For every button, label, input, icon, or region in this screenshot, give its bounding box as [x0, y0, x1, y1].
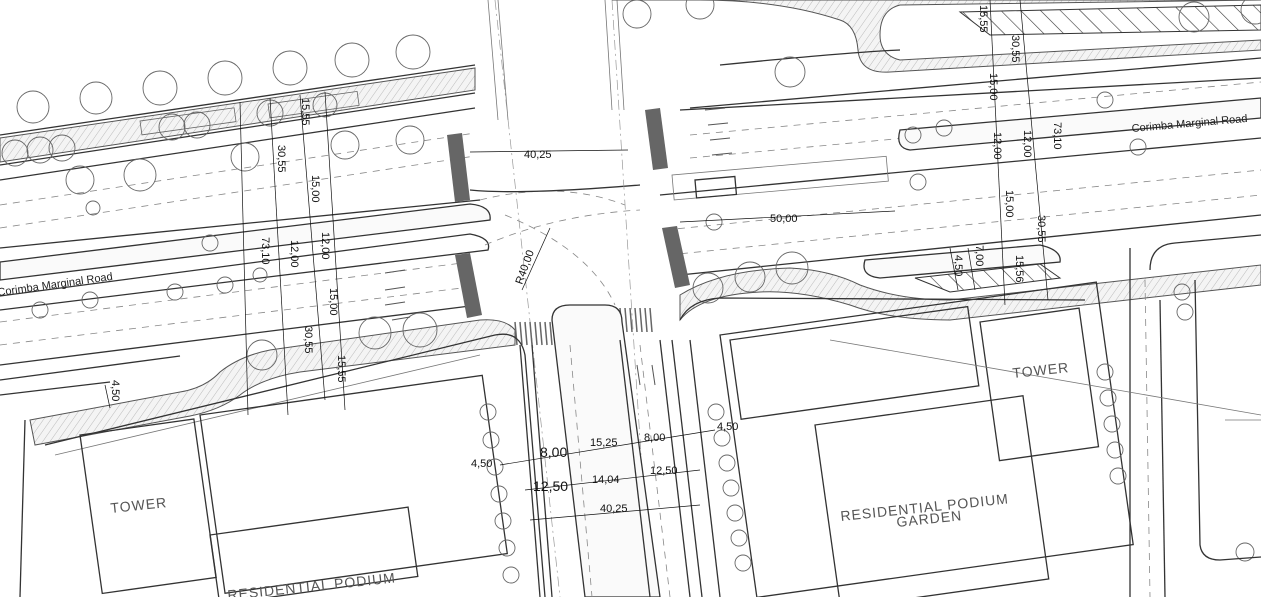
dim-street-40-25: 40,25 [600, 503, 628, 515]
left-median [0, 203, 491, 281]
dim-street-4-50-left: 4,50 [471, 458, 492, 470]
dim-right-7-00: 7,00 [973, 245, 985, 266]
right-bottom-sidewalk-paving [679, 264, 1261, 322]
tower-left-label: TOWER [110, 494, 168, 516]
right-top-hatched-area [958, 4, 1261, 36]
dim-left-15-00-bottom: 15,00 [327, 288, 339, 316]
dim-left-4-50: 4,50 [109, 380, 121, 401]
dim-street-12-50-right: 12,50 [650, 465, 678, 477]
tower-left-outline [79, 418, 217, 595]
podium-garden-outline [719, 281, 1134, 597]
dim-right-15-56: 15,56 [1013, 255, 1025, 283]
left-top-sidewalk-paving [0, 67, 476, 163]
dim-street-8-00-left: 8,00 [540, 444, 567, 460]
left-tree-row-top [1, 34, 431, 167]
dim-street-14-04: 14,04 [592, 474, 620, 486]
dim-right-15-55-top: 15,55 [977, 5, 989, 33]
right-road-corridor [612, 0, 1261, 322]
dim-street-4-50-right: 4,50 [717, 421, 738, 433]
podium-bottom-left-label: RESIDENTIAL PODIUM [227, 569, 397, 597]
dim-street-8-00-right: 8,00 [644, 432, 665, 444]
right-bottom-median [863, 244, 1061, 279]
dim-street-15-25: 15,25 [590, 437, 618, 449]
right-hatched-island [914, 263, 1062, 293]
dimension-lines [104, 0, 1049, 521]
left-bottom-sidewalk-paving [29, 319, 516, 446]
dim-intersection-width-top: 40,25 [524, 149, 552, 161]
tower-right-label: TOWER [1012, 359, 1070, 381]
dim-right-4-50: 4,50 [952, 255, 964, 276]
dim-left-30-55-bottom: 30,55 [302, 326, 314, 354]
podium-garden-label-line2: GARDEN [896, 507, 963, 530]
dim-radius: R40,00 [514, 249, 537, 286]
dim-left-12-00-a: 12,00 [319, 232, 331, 260]
right-crosswalk [645, 108, 690, 288]
far-east-block [829, 234, 1261, 597]
cross-street [519, 304, 703, 597]
dim-left-30-55-top: 30,55 [275, 145, 287, 173]
right-top-sidewalk-paving [612, 0, 1261, 73]
dim-right-12-00-a: 12,00 [991, 132, 1003, 160]
dim-right-30-55-top: 30,55 [1009, 35, 1021, 63]
dim-left-73-10: 73,10 [259, 237, 271, 265]
dim-left-12-00-b: 12,00 [288, 240, 300, 268]
dim-left-15-55-bottom: 15,55 [335, 355, 347, 383]
dim-right-30-55-bottom: 30,55 [1035, 215, 1047, 243]
dim-left-15-00-top: 15,00 [309, 175, 321, 203]
left-lane-arrows [384, 269, 411, 321]
right-top-median [898, 97, 1261, 151]
dim-right-15-00-top: 15,00 [987, 73, 999, 101]
dim-left-15-55-top: 15,55 [299, 98, 311, 126]
dim-right-12-00-b: 12,00 [1021, 130, 1033, 158]
south-east-block [679, 281, 1255, 597]
cross-street-median [551, 304, 661, 597]
dim-right-15-00-bottom: 15,00 [1003, 190, 1015, 218]
dim-street-12-50-left: 12,50 [533, 478, 568, 494]
right-tree-row [622, 0, 1261, 304]
right-lane-arrows [704, 107, 733, 156]
left-road-corridor [0, 64, 516, 446]
dim-median-length: 50,00 [770, 213, 798, 225]
left-tree-row-middle [31, 125, 438, 371]
intersection [469, 0, 653, 597]
dimension-labels: 40,25 R40,00 50,00 15,55 30,55 15,00 12,… [109, 5, 1063, 515]
left-crosswalk [447, 133, 482, 318]
tower-right-outline [979, 307, 1100, 462]
south-west-block [19, 333, 546, 597]
dim-right-73-10: 73,10 [1051, 122, 1063, 150]
